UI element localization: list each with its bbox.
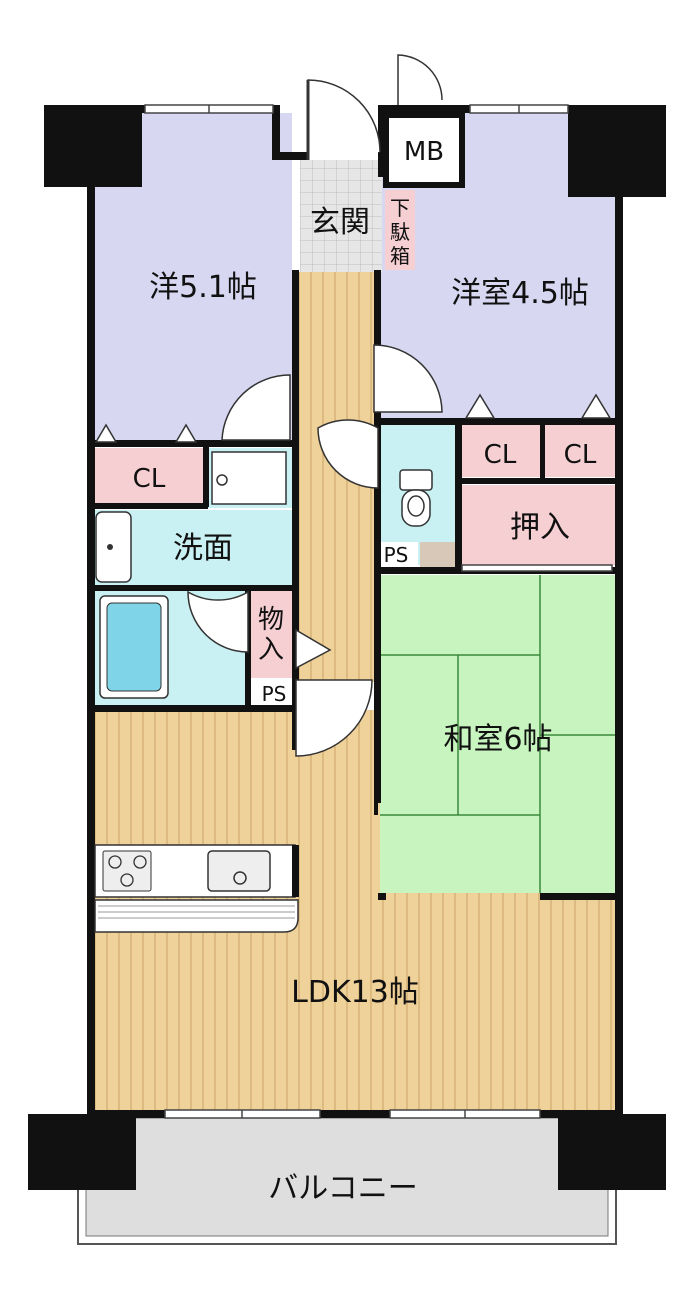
columns — [28, 105, 666, 1190]
shoe-box-char-2: 駄 — [390, 220, 410, 244]
shoe-box-char-3: 箱 — [390, 244, 410, 268]
shoe-box-floor — [385, 190, 415, 270]
room-label-japanese: 和室6帖 — [443, 722, 552, 757]
storage-room-floor — [250, 590, 292, 678]
storage-label-mb: MB — [404, 137, 444, 167]
room-label-western-right: 洋室4.5帖 — [451, 276, 589, 311]
laundry-drain-icon — [216, 474, 228, 486]
storage-label-cl-right-a: CL — [484, 440, 517, 470]
storage-room-char-2: 入 — [258, 635, 284, 665]
balcony — [77, 1117, 617, 1245]
storage-label-cl-right-b: CL — [564, 440, 597, 470]
room-label-entrance: 玄関 — [310, 205, 370, 240]
toilet-icon — [399, 469, 433, 527]
ps-storage-floor — [258, 682, 292, 706]
closet-right-a-floor — [462, 425, 540, 477]
tatami-floor — [380, 575, 615, 893]
oshiire-floor — [462, 485, 615, 565]
storage-label-ps-storage: PS — [262, 682, 287, 706]
washbasin — [95, 511, 132, 583]
entrance-floor — [300, 160, 382, 272]
door-swings — [187, 54, 443, 757]
closet-right-b-floor — [545, 425, 615, 477]
storage-room-char-1: 物 — [258, 605, 284, 635]
closet-left-floor — [95, 448, 203, 503]
shoe-box-char-1: 下 — [390, 196, 410, 220]
closet-markers — [94, 393, 612, 670]
ps-toilet-floor — [380, 542, 418, 567]
bathtub — [99, 595, 169, 699]
tatami-mats — [380, 575, 615, 893]
laundry-pan — [211, 451, 287, 505]
stove-burner-icon — [108, 855, 147, 887]
mb-box — [383, 112, 465, 188]
storage-label-ps-toilet: PS — [384, 543, 409, 567]
toilet-shelf — [420, 542, 455, 567]
room-label-balcony: バルコニー — [268, 1171, 417, 1206]
room-label-washroom: 洗面 — [173, 531, 233, 566]
room-label-ldk: LDK13帖 — [291, 975, 419, 1010]
windows — [144, 104, 613, 1119]
storage-label-oshiire: 押入 — [510, 510, 570, 545]
kitchen-counter — [94, 844, 299, 933]
walls — [87, 105, 623, 1118]
storage-label-cl-left: CL — [133, 464, 166, 494]
room-label-western-left: 洋5.1帖 — [149, 270, 257, 305]
